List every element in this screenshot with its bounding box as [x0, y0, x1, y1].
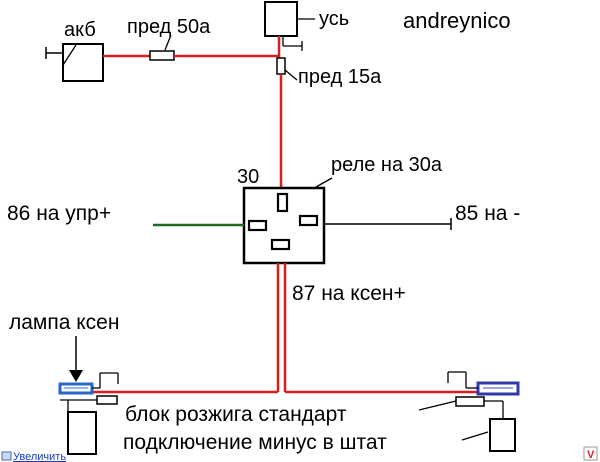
- fuse15-pointer: [284, 69, 298, 81]
- relay-label: реле на 30а: [331, 154, 443, 176]
- pin87-label: 87 на ксен+: [292, 282, 406, 305]
- relay-pin-85: [298, 214, 319, 227]
- zoom-link[interactable]: Увеличить: [1, 451, 66, 462]
- amp-box: [264, 1, 298, 37]
- battery-box: [62, 43, 104, 82]
- xenon-power-wires: [92, 263, 480, 394]
- ballast-pointer: [418, 400, 457, 411]
- fuse-15a: [276, 57, 286, 75]
- amp-label: усь: [319, 8, 349, 30]
- battery-label: акб: [64, 19, 96, 41]
- relay-pin-86: [247, 219, 268, 232]
- battery-pointer: [62, 44, 77, 66]
- pin85-label: 85 на -: [455, 202, 520, 225]
- fuse50-pointer: [164, 34, 172, 51]
- left-ballast-box: [67, 411, 97, 455]
- pin86-label: 86 на упр+: [7, 202, 111, 225]
- ballast-label: блок розжига стандарт: [125, 403, 347, 426]
- relay-pointer: [315, 177, 333, 188]
- left-ballast-connector: [96, 395, 118, 405]
- xenon-lamp-label: лампа ксен: [9, 311, 119, 334]
- right-xenon-lamp: [418, 371, 520, 452]
- pin30-label: 30: [237, 166, 259, 188]
- ground-note-label: подключение минус в штат: [123, 431, 387, 454]
- fuse15-label: пред 15а: [298, 66, 382, 88]
- lamp-arrow-head: [69, 370, 83, 382]
- watermark-text: andreynico: [403, 8, 511, 33]
- battery: [45, 43, 104, 82]
- right-ballast-connector: [455, 396, 485, 407]
- zoom-link-text[interactable]: Увеличить: [13, 451, 66, 462]
- zoom-icon: [1, 451, 12, 461]
- corner-badge-letter: V: [587, 449, 595, 461]
- main-power-wire: [103, 34, 279, 61]
- relay: [242, 177, 333, 265]
- fuse50-label: пред 50а: [127, 16, 211, 38]
- relay-pin-30: [276, 192, 289, 213]
- fuse-50a: [149, 50, 175, 61]
- corner-badge[interactable]: [583, 446, 598, 461]
- left-xenon-lamp: [58, 336, 119, 455]
- ground-note-pointer: [461, 431, 489, 441]
- amplifier: [264, 1, 315, 51]
- relay-pin-87: [270, 238, 291, 251]
- right-ballast-box: [489, 418, 516, 452]
